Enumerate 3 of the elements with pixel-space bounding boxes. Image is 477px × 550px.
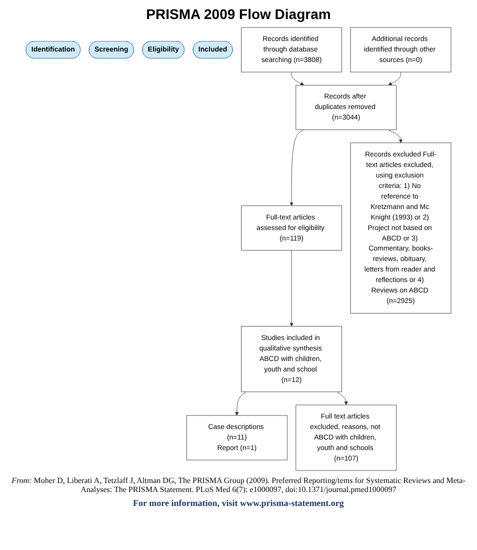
- note: For more information, visit www.prisma-statement.org: [132, 498, 345, 508]
- caption: From: Moher D, Liberati A, Tetzlaff J, Altman DG, The PRISMA Group (2009). Preferred Reporting/tems for Systematic Reviews and Meta-Analyses: The PRISMA Statement. PLoS Med 6(7): e1000097, doi:10.1371/journal.pmed1000097: [10, 476, 466, 494]
- diagram-title: PRISMA 2009 Flow Diagram: [145, 6, 332, 22]
